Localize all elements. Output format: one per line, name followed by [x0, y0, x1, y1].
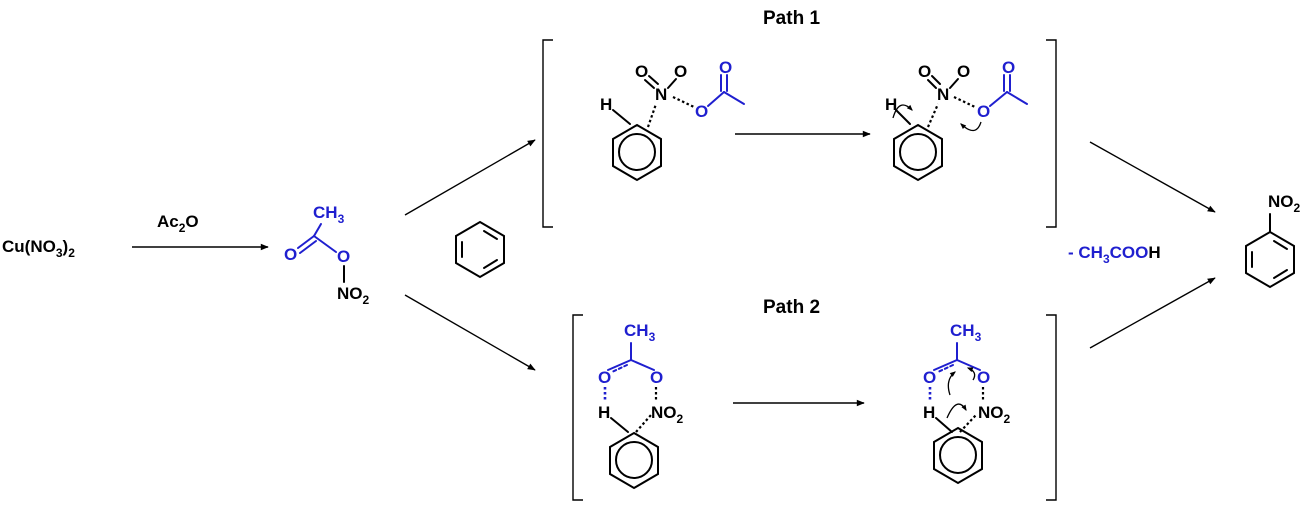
svg-text:O: O	[650, 368, 663, 387]
acetyl-nitrate: CH3 O O NO2	[284, 203, 370, 307]
svg-text:O: O	[598, 368, 611, 387]
svg-text:H: H	[923, 403, 935, 422]
converge-arrow-path2	[1089, 277, 1216, 349]
acetyl-carbonyl-o: O	[284, 245, 297, 264]
svg-text:O: O	[1002, 58, 1015, 77]
svg-text:O: O	[719, 58, 732, 77]
svg-text:O: O	[674, 62, 687, 81]
svg-text:H: H	[600, 95, 612, 114]
svg-text:O: O	[918, 62, 931, 81]
svg-text:N: N	[937, 85, 949, 104]
path2-right-intermediate: CH3 O O H NO2	[923, 321, 1011, 485]
path1-bracket-left	[542, 39, 553, 228]
path2-bracket-right	[1046, 314, 1057, 501]
svg-text:NO2: NO2	[651, 403, 684, 426]
svg-text:H: H	[885, 95, 897, 114]
acetyl-ester-o: O	[337, 247, 350, 266]
acetic-anhydride-label: Ac2O	[157, 212, 199, 235]
svg-text:O: O	[923, 368, 936, 387]
svg-text:O: O	[695, 102, 708, 121]
path2-left-intermediate: CH3 O O H NO2	[598, 321, 684, 490]
svg-text:CH3: CH3	[624, 321, 656, 344]
byproduct-label: - CH3COOH	[1068, 243, 1161, 266]
acetyl-ch3: CH3	[313, 203, 345, 226]
svg-text:O: O	[635, 62, 648, 81]
svg-text:O: O	[977, 368, 990, 387]
svg-text:NO2: NO2	[978, 403, 1011, 426]
benzene-reagent	[455, 220, 505, 279]
path2-title: Path 2	[763, 297, 820, 318]
copper-nitrate-label: Cu(NO3)2	[2, 237, 75, 260]
path1-left-intermediate: H N O O O O	[600, 58, 745, 182]
path1-right-intermediate: H N O O O O	[885, 58, 1028, 182]
branch-arrow-path2	[404, 294, 536, 371]
svg-text:H: H	[598, 403, 610, 422]
nitrobenzene-product: NO2	[1245, 192, 1301, 289]
path1-bracket-right	[1046, 39, 1057, 228]
branch-arrow-path1	[404, 139, 536, 216]
svg-text:O: O	[957, 62, 970, 81]
svg-text:CH3: CH3	[950, 321, 982, 344]
svg-text:NO2: NO2	[1268, 192, 1301, 215]
converge-arrow-path1	[1089, 141, 1216, 213]
svg-text:O: O	[977, 102, 990, 121]
svg-text:N: N	[655, 85, 667, 104]
acetyl-no2: NO2	[337, 284, 370, 307]
path1-title: Path 1	[763, 8, 820, 29]
path2-bracket-left	[572, 314, 583, 501]
